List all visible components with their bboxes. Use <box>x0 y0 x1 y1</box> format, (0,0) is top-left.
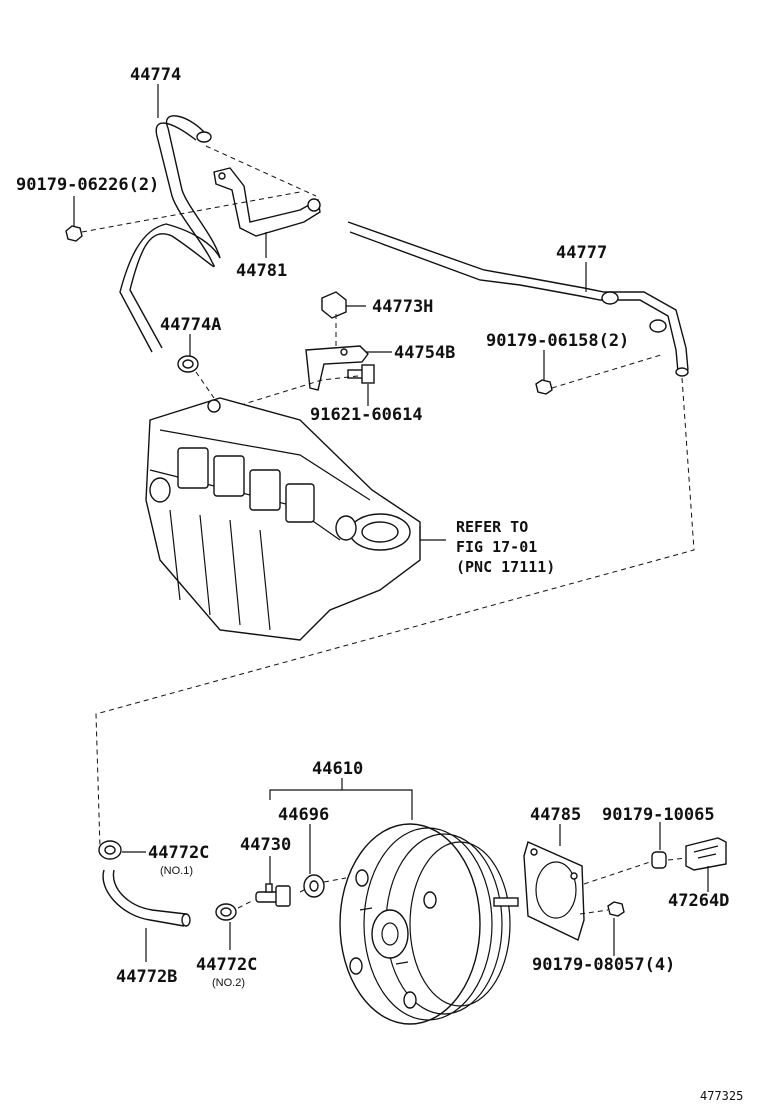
label-90179-06226: 90179-06226(2) <box>16 175 159 195</box>
label-44777: 44777 <box>556 243 607 263</box>
label-44754b: 44754B <box>394 343 455 363</box>
label-90179-06158: 90179-06158(2) <box>486 331 629 351</box>
bracket-44781 <box>213 167 321 237</box>
clevis-47264d <box>685 837 727 871</box>
check-valve-44730 <box>255 883 291 907</box>
label-44772c-no1: 44772C <box>148 843 209 863</box>
clamp-44772c-no2 <box>215 903 237 921</box>
nut-90179-06226 <box>65 225 83 242</box>
label-90179-10065: 90179-10065 <box>602 805 715 825</box>
refer-line-3: (PNC 17111) <box>456 558 555 576</box>
illustration-id: 477325 <box>700 1089 743 1103</box>
label-44785: 44785 <box>530 805 581 825</box>
brake-booster-44610 <box>339 823 519 1025</box>
label-90179-08057: 90179-08057(4) <box>532 955 675 975</box>
label-44730: 44730 <box>240 835 291 855</box>
leader-lines <box>73 84 709 962</box>
hose-44774 <box>119 115 221 353</box>
nut-90179-08057 <box>607 901 625 917</box>
label-44772b: 44772B <box>116 967 177 987</box>
label-44774a: 44774A <box>160 315 221 335</box>
label-91621-60614: 91621-60614 <box>310 405 423 425</box>
grommet-44696 <box>303 874 325 898</box>
label-44781: 44781 <box>236 261 287 281</box>
label-44696: 44696 <box>278 805 329 825</box>
intake-manifold <box>145 397 421 641</box>
label-44772c-no1-sub: (NO.1) <box>160 865 193 877</box>
label-44772c-no2-sub: (NO.2) <box>212 977 245 989</box>
assembly-lines <box>81 145 695 915</box>
refer-line-1: REFER TO <box>456 518 528 536</box>
clip-44773h <box>321 291 347 319</box>
label-44773h: 44773H <box>372 297 433 317</box>
hose-44772b <box>102 869 191 927</box>
gasket-44785 <box>523 841 585 941</box>
label-44610: 44610 <box>312 759 363 779</box>
label-44772c-no2: 44772C <box>196 955 257 975</box>
refer-line-2: FIG 17-01 <box>456 538 537 556</box>
nut-90179-06158 <box>535 379 553 395</box>
clamp-44774a <box>177 355 199 373</box>
nut-90179-10065 <box>651 851 667 869</box>
bolt-91621-60614 <box>347 364 375 384</box>
hose-44777 <box>347 221 689 377</box>
label-47264d: 47264D <box>668 891 729 911</box>
label-44774: 44774 <box>130 65 181 85</box>
clamp-44772c-no1 <box>98 840 122 860</box>
bracket-44754b <box>305 345 369 391</box>
